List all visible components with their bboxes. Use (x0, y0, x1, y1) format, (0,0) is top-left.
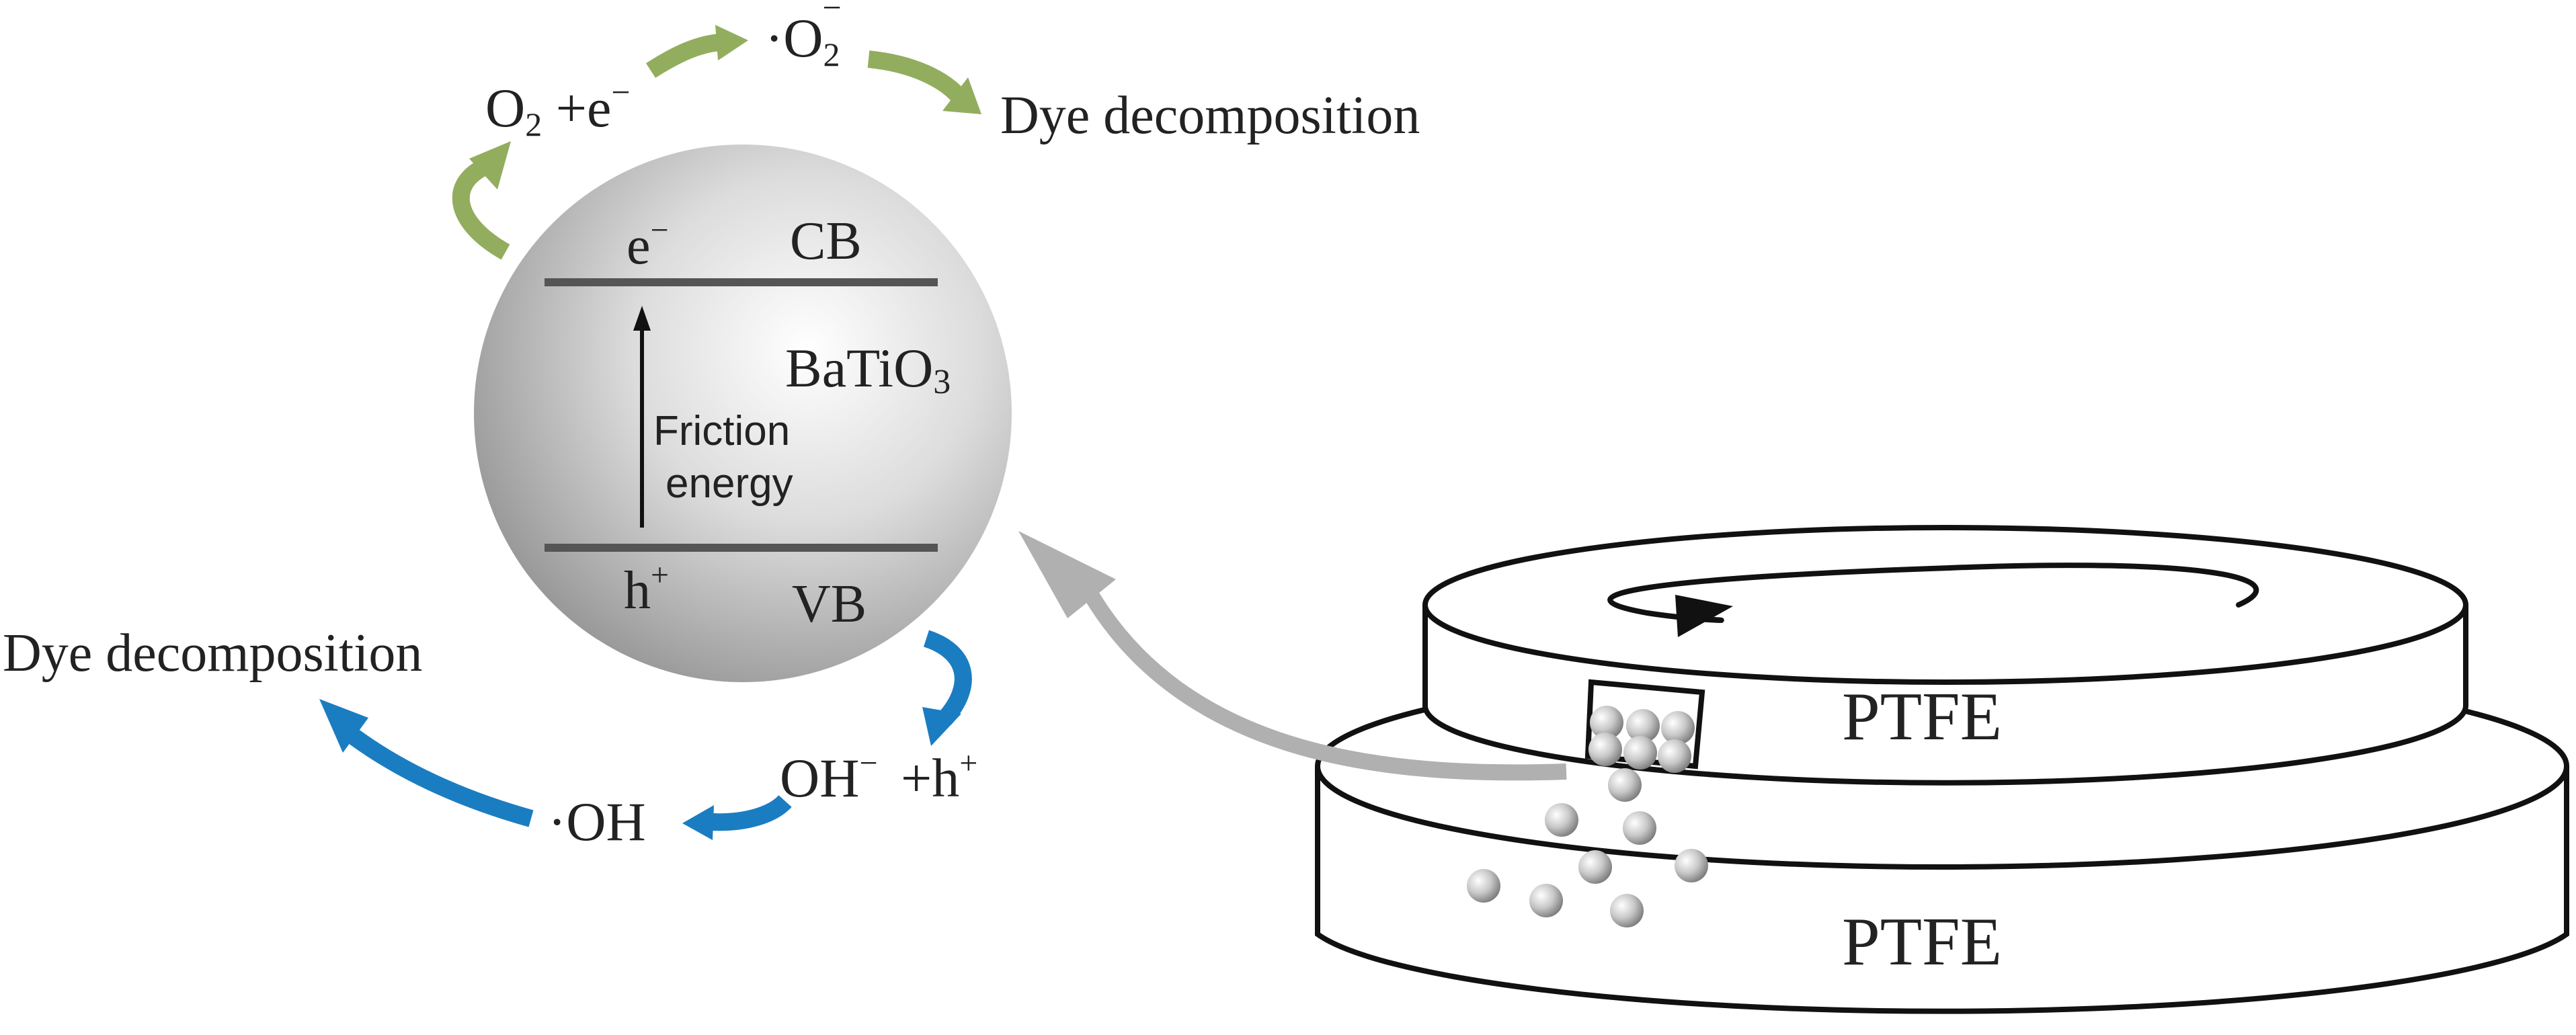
label-friction: Friction (653, 408, 790, 454)
label-oh-minus-plus-h: OH− +h+ (780, 745, 977, 809)
gray-arrow (1018, 531, 1567, 781)
label-ptfe-lower: PTFE (1842, 904, 2002, 980)
friction-arrow (633, 306, 651, 528)
label-electron: e− (627, 212, 669, 276)
rotation-arrowhead (1675, 595, 1733, 637)
label-dye-decomposition-left: Dye decomposition (3, 624, 422, 683)
blue-arrows (319, 630, 972, 840)
upper-disk-top (1422, 525, 2468, 685)
label-dye-decomposition-top: Dye decomposition (1000, 86, 1420, 145)
batio3-particles (1467, 706, 1708, 927)
label-energy: energy (666, 460, 793, 507)
label-vb: VB (792, 575, 867, 634)
green-arrows (452, 25, 981, 260)
label-o2-plus-e: O2 +e− (485, 73, 631, 143)
label-hydroxyl: ·OH (548, 791, 646, 852)
label-superoxide: ·O2− (765, 0, 842, 73)
label-batio3: BaTiO3 (785, 337, 951, 401)
label-ptfe-upper: PTFE (1842, 679, 2002, 755)
label-cb: CB (790, 212, 862, 271)
label-hole: h+ (624, 557, 669, 620)
